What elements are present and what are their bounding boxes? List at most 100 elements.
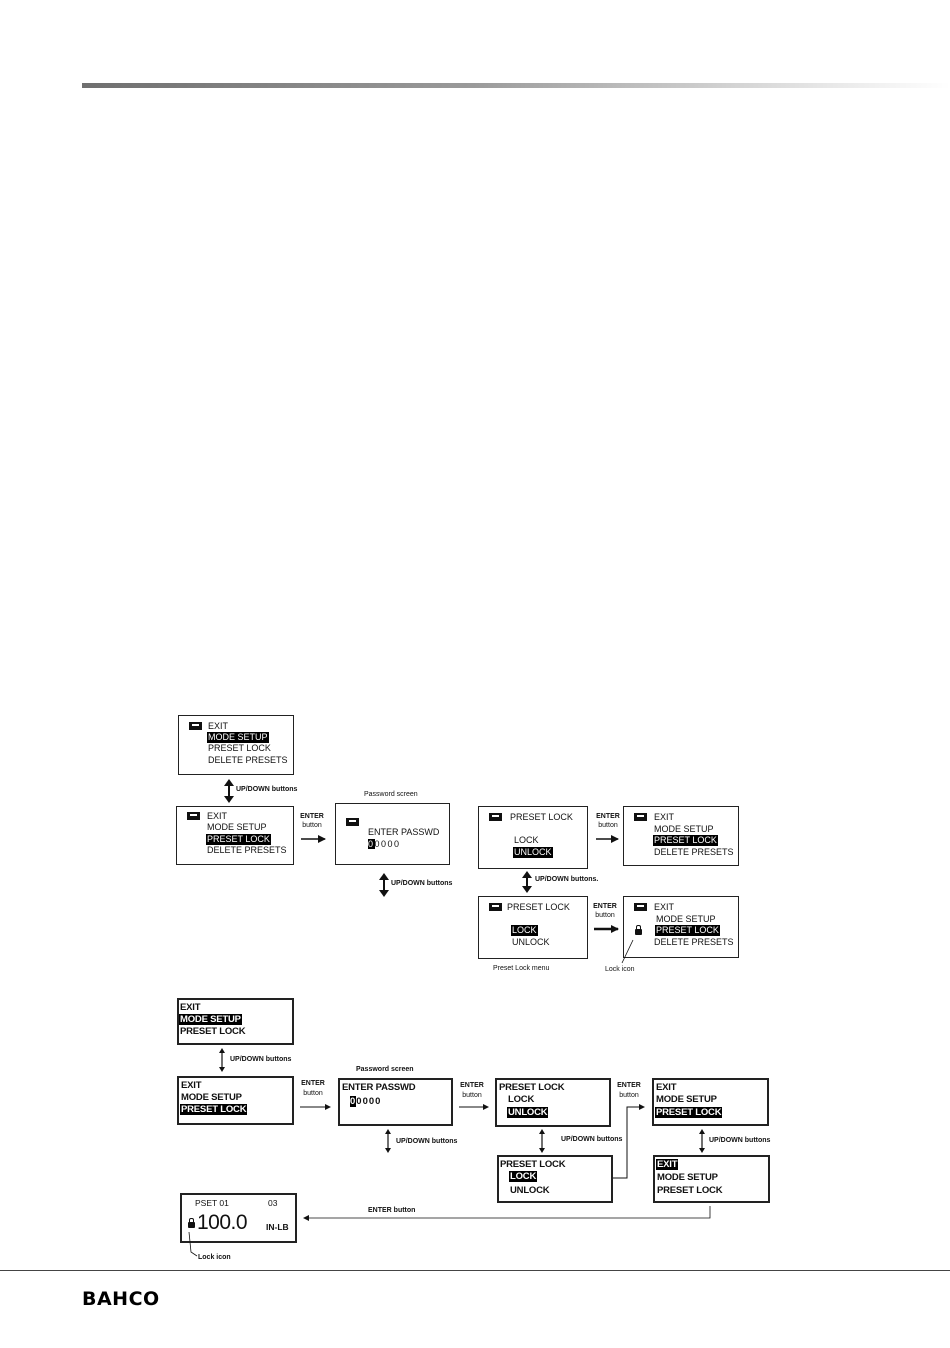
menu-item-exit: EXIT bbox=[656, 1082, 677, 1093]
arrow2-updown-4 bbox=[699, 1129, 705, 1153]
label-enter-2b: button bbox=[598, 822, 618, 829]
label2-enter-3b: button bbox=[619, 1092, 639, 1099]
lcd2-main-torque-screen: PSET 01 03 100.0 IN-LB bbox=[180, 1193, 297, 1243]
menu-item-preset-lock-selected: PRESET LOCK bbox=[655, 925, 720, 936]
lock-icon bbox=[635, 925, 642, 935]
label2-enter-2b: button bbox=[462, 1092, 482, 1099]
lock-icon bbox=[188, 1218, 195, 1228]
battery-icon bbox=[634, 813, 647, 821]
password-digits: 00000 bbox=[349, 1096, 382, 1107]
lcd-password: ENTER PASSWD 00000 bbox=[335, 803, 450, 865]
option-unlock: UNLOCK bbox=[510, 1185, 550, 1196]
label-enter-1a: ENTER bbox=[300, 813, 324, 820]
arrow2-updown-1 bbox=[219, 1048, 225, 1072]
label2-updown-2: UP/DOWN buttons bbox=[396, 1138, 458, 1145]
torque-value: 100.0 bbox=[197, 1211, 248, 1234]
preset-lock-title: PRESET LOCK bbox=[499, 1082, 565, 1093]
lcd2-menu-preset-lock: EXIT MODE SETUP PRESET LOCK bbox=[177, 1076, 294, 1125]
lcd2-result-bottom: EXIT MODE SETUP PRESET LOCK bbox=[653, 1155, 770, 1203]
option-lock: LOCK bbox=[514, 835, 539, 845]
option-unlock-selected: UNLOCK bbox=[513, 847, 553, 858]
preset-number: PSET 01 bbox=[195, 1198, 229, 1208]
menu-item-delete-presets: DELETE PRESETS bbox=[208, 755, 288, 765]
arrow2-enter-long bbox=[303, 1206, 711, 1221]
menu-item-mode-setup-selected: MODE SETUP bbox=[179, 1014, 242, 1025]
lcd2-result-top: EXIT MODE SETUP PRESET LOCK bbox=[652, 1078, 769, 1126]
password-cursor-digit: 0 bbox=[368, 839, 375, 849]
menu-item-exit: EXIT bbox=[208, 721, 229, 731]
caption2-lock-icon: Lock icon bbox=[198, 1254, 231, 1261]
battery-icon bbox=[187, 812, 200, 820]
arrow-updown-1 bbox=[224, 779, 234, 803]
lcd-result-unlocked: EXIT MODE SETUP PRESET LOCK DELETE PRESE… bbox=[623, 806, 739, 866]
step-number: 03 bbox=[268, 1198, 278, 1208]
menu-item-mode-setup: MODE SETUP bbox=[656, 914, 716, 924]
label2-enter-1b: button bbox=[303, 1090, 323, 1097]
password-title: ENTER PASSWD bbox=[368, 827, 440, 837]
battery-icon bbox=[346, 818, 359, 826]
battery-icon bbox=[489, 813, 502, 821]
header-rule bbox=[82, 83, 950, 88]
arrow-updown-3 bbox=[522, 871, 532, 893]
caption-preset-lock-menu: Preset Lock menu bbox=[493, 965, 550, 972]
menu-item-exit: EXIT bbox=[207, 811, 228, 821]
menu-item-preset-lock-selected: PRESET LOCK bbox=[206, 834, 271, 845]
menu-item-exit: EXIT bbox=[654, 902, 675, 912]
caption2-password-screen: Password screen bbox=[356, 1066, 414, 1073]
caption-password-screen: Password screen bbox=[364, 791, 418, 798]
battery-icon bbox=[634, 903, 647, 911]
option-unlock: UNLOCK bbox=[512, 937, 550, 947]
password-digits: 00000 bbox=[367, 839, 402, 850]
menu-item-preset-lock: PRESET LOCK bbox=[180, 1026, 246, 1037]
label-enter-1b: button bbox=[302, 822, 322, 829]
lock-icon-pointer bbox=[621, 939, 634, 964]
arrow2-updown-2 bbox=[385, 1129, 391, 1153]
menu-item-preset-lock: PRESET LOCK bbox=[657, 1185, 723, 1196]
lcd-preset-lock-unlock: PRESET LOCK LOCK UNLOCK bbox=[478, 806, 588, 869]
lcd-result-locked: EXIT MODE SETUP PRESET LOCK DELETE PRESE… bbox=[623, 896, 739, 958]
label2-enter-3a: ENTER bbox=[617, 1082, 641, 1089]
lcd2-preset-lock-lock: PRESET LOCK LOCK UNLOCK bbox=[497, 1155, 613, 1203]
password-rest-digits: 0000 bbox=[374, 839, 401, 849]
label2-updown-1: UP/DOWN buttons bbox=[230, 1056, 292, 1063]
preset-lock-title: PRESET LOCK bbox=[510, 812, 573, 822]
option-lock-selected: LOCK bbox=[511, 925, 538, 936]
label-updown-3: UP/DOWN buttons. bbox=[535, 876, 599, 883]
lcd2-preset-lock-unlock: PRESET LOCK LOCK UNLOCK bbox=[495, 1078, 611, 1127]
footer-rule bbox=[0, 1270, 950, 1271]
menu-item-mode-setup: MODE SETUP bbox=[654, 824, 714, 834]
battery-icon bbox=[489, 903, 502, 911]
lcd-menu-preset-lock: EXIT MODE SETUP PRESET LOCK DELETE PRESE… bbox=[176, 806, 294, 865]
label-updown-1: UP/DOWN buttons bbox=[236, 786, 298, 793]
menu-item-preset-lock: PRESET LOCK bbox=[208, 743, 271, 753]
lcd2-menu-mode-setup: EXIT MODE SETUP PRESET LOCK bbox=[177, 998, 294, 1045]
preset-lock-title: PRESET LOCK bbox=[500, 1159, 566, 1170]
option-lock-selected: LOCK bbox=[509, 1171, 538, 1182]
label2-enter-long: ENTER button bbox=[368, 1207, 416, 1214]
menu-item-exit-selected: EXIT bbox=[656, 1159, 679, 1170]
option-lock: LOCK bbox=[508, 1094, 535, 1105]
caption-lock-icon: Lock icon bbox=[605, 966, 635, 973]
label2-updown-4: UP/DOWN buttons bbox=[709, 1137, 771, 1144]
label2-updown-3: UP/DOWN buttons bbox=[561, 1136, 623, 1143]
option-unlock-selected: UNLOCK bbox=[507, 1107, 549, 1118]
label-updown-2: UP/DOWN buttons bbox=[391, 880, 453, 887]
menu-item-mode-setup-selected: MODE SETUP bbox=[207, 732, 269, 743]
menu-item-mode-setup: MODE SETUP bbox=[656, 1094, 717, 1105]
label-enter-3b: button bbox=[595, 912, 615, 919]
lcd-menu-mode-setup: EXIT MODE SETUP PRESET LOCK DELETE PRESE… bbox=[178, 715, 294, 775]
menu-item-preset-lock-selected: PRESET LOCK bbox=[655, 1107, 723, 1118]
menu-item-delete-presets: DELETE PRESETS bbox=[207, 845, 287, 855]
menu-item-exit: EXIT bbox=[181, 1080, 202, 1091]
torque-unit: IN-LB bbox=[266, 1222, 289, 1232]
password-rest-digits: 0000 bbox=[356, 1096, 382, 1107]
lcd-preset-lock-lock: PRESET LOCK LOCK UNLOCK bbox=[478, 896, 588, 959]
menu-item-mode-setup: MODE SETUP bbox=[657, 1172, 718, 1183]
menu-item-delete-presets: DELETE PRESETS bbox=[654, 937, 734, 947]
arrow2-enter-3 bbox=[613, 1104, 645, 1179]
lcd2-password: ENTER PASSWD 00000 bbox=[338, 1078, 453, 1126]
label-enter-2a: ENTER bbox=[596, 813, 620, 820]
password-cursor-digit: 0 bbox=[350, 1096, 357, 1107]
menu-item-exit: EXIT bbox=[180, 1002, 201, 1013]
label-enter-3a: ENTER bbox=[593, 903, 617, 910]
